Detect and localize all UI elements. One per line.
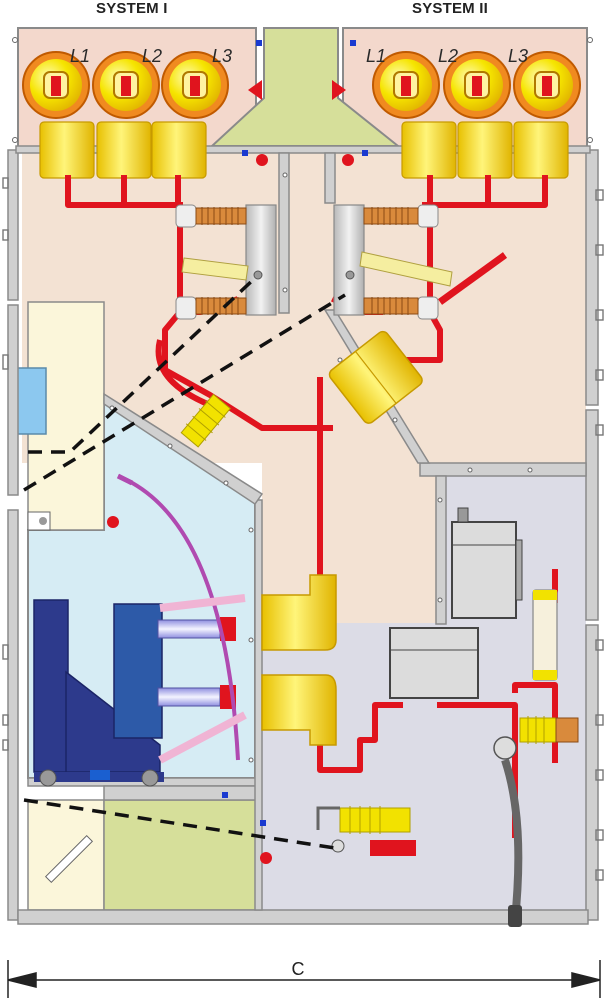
cable-insulator [519,716,579,744]
phase-label-left-l1: L1 [70,46,90,66]
voltage-transformer [451,507,523,619]
cabinet-frame [7,145,599,925]
busbar-rings-left [22,51,229,119]
door-hinges [2,177,604,881]
surge-insulator [180,393,231,448]
system-ii-label: SYSTEM II [412,0,488,17]
earthing-arm [493,736,523,927]
blue-markers [222,40,368,826]
mechanical-linkages [23,276,346,850]
phase-label-right-l3: L3 [508,46,528,66]
phase-label-right-l2: L2 [438,46,458,66]
phase-label-right-l1: L1 [366,46,386,66]
lv-rail [44,834,94,884]
busbar-bushings-left [39,121,207,179]
interlock-handle [27,511,51,531]
frame-screws [12,37,593,763]
current-transformer [328,330,423,424]
disconnector-left [175,204,277,320]
system-i-label: SYSTEM I [96,0,168,17]
earthing-blade [437,252,508,305]
dimension-label: C [292,959,305,979]
warning-markers [107,80,354,864]
conductor-arc [155,339,212,408]
earthing-transformer [389,627,479,699]
phase-label-left-l3: L3 [212,46,232,66]
fuse [532,589,558,681]
earthing-switch-lower [316,806,416,856]
circuit-breaker [33,473,247,787]
busbar-rings-right [372,51,581,119]
indicator-panel [13,367,47,435]
busbar-bushings-right [401,121,569,179]
dimension-line [7,960,601,998]
disconnector-right [333,204,453,320]
phase-label-left-l2: L2 [142,46,162,66]
cable-connectors [261,574,337,746]
